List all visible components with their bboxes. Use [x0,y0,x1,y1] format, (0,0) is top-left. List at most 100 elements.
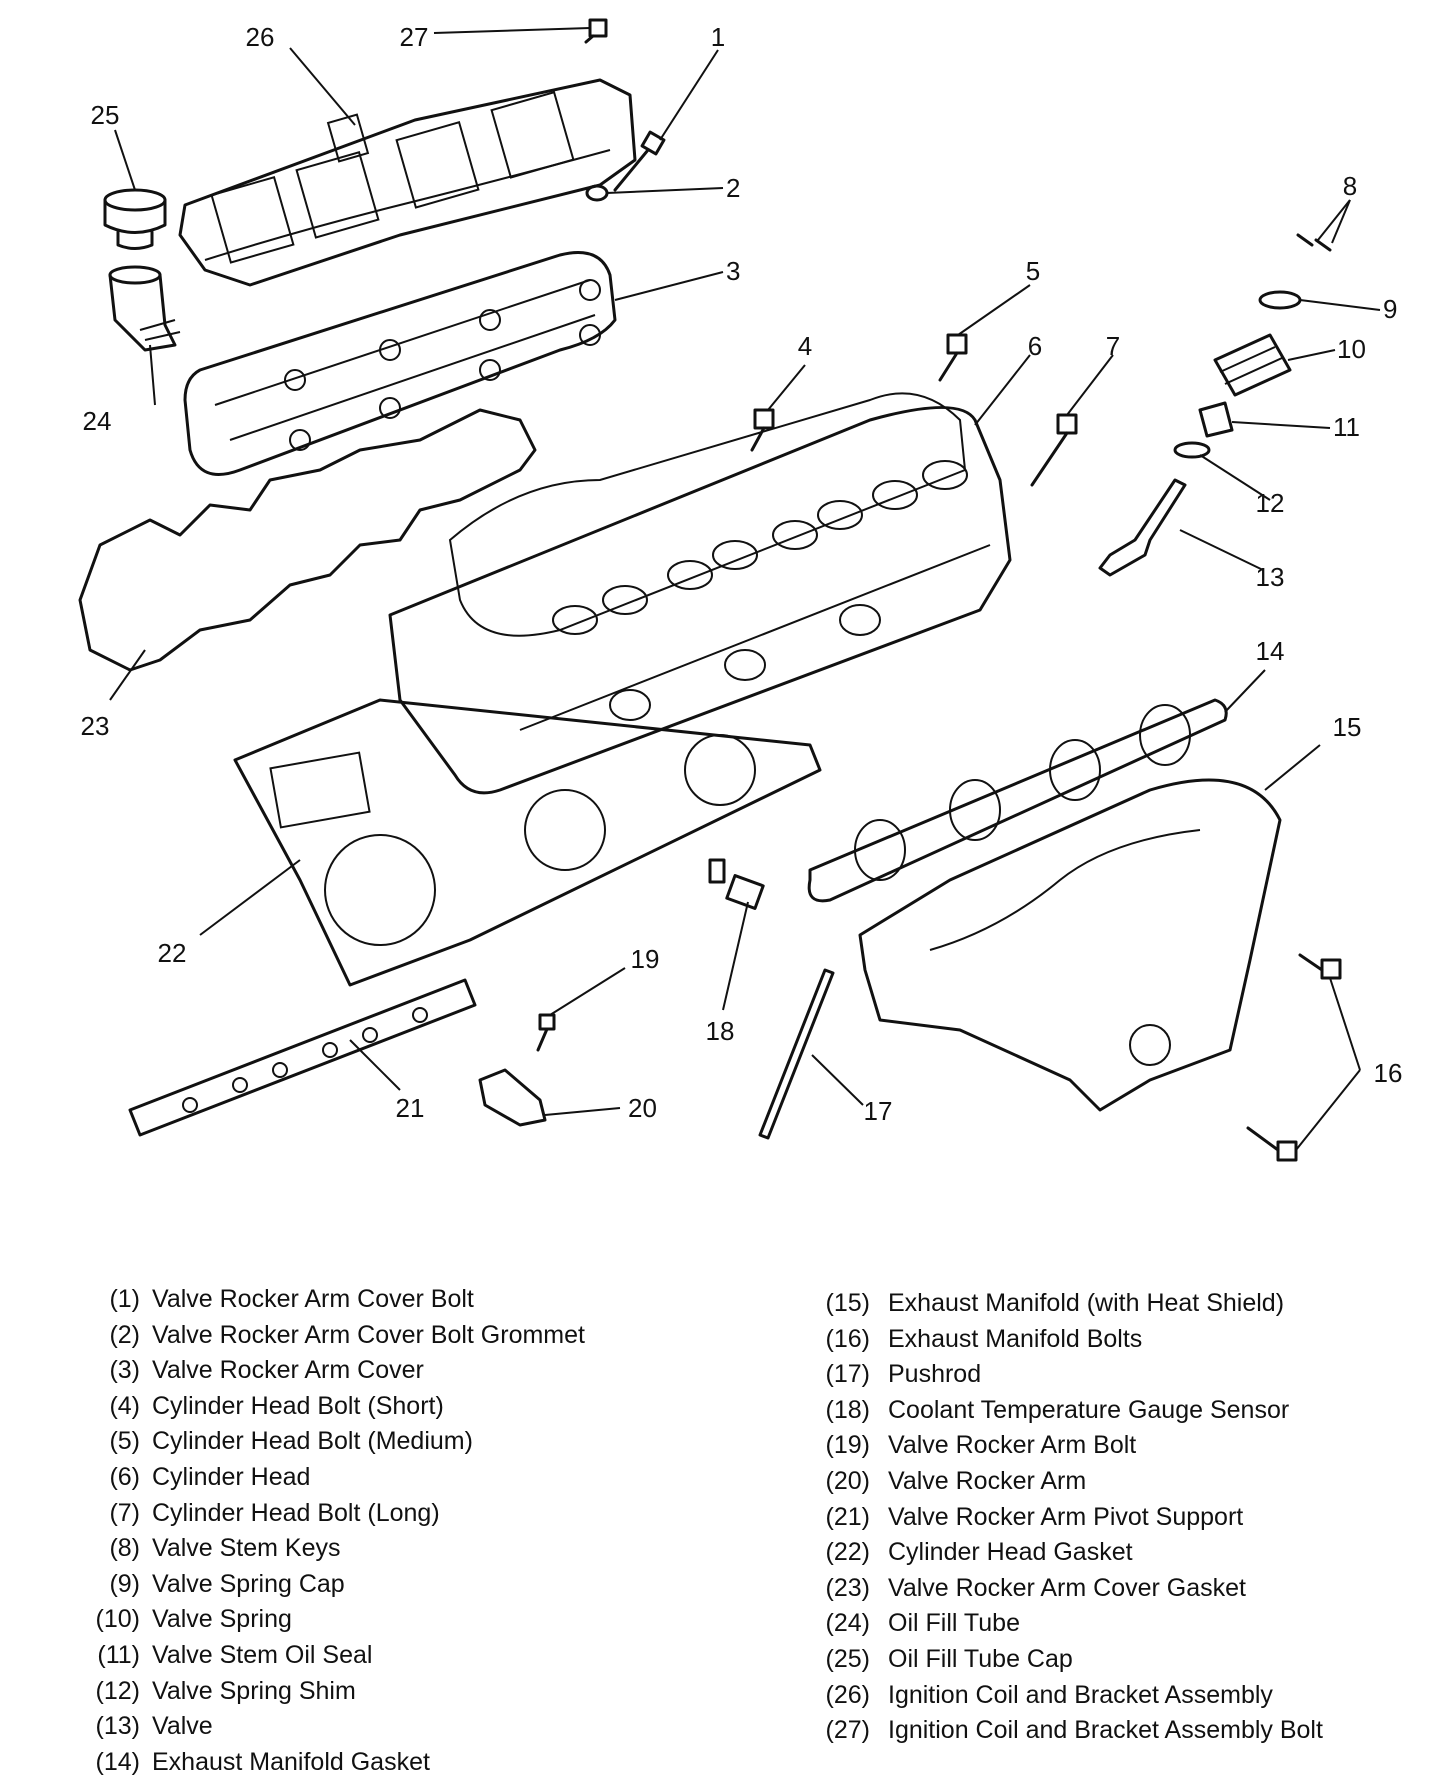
callout-12: 12 [1256,488,1285,518]
legend-number: (9) [109,1569,140,1598]
callout-15: 15 [1333,712,1362,742]
legend-label: Valve Rocker Arm Cover Bolt Grommet [152,1320,585,1349]
callout-22: 22 [158,938,187,968]
legend-label: Valve Rocker Arm Pivot Support [888,1502,1244,1531]
legend-item: (11) Valve Stem Oil Seal [70,1638,710,1674]
rocker-arm-bolt [536,1013,556,1052]
exhaust-manifold [858,778,1282,1112]
legend-number: (19) [825,1431,870,1460]
legend-item: (5) Cylinder Head Bolt (Medium) [70,1424,710,1460]
callout-18: 18 [706,1016,735,1046]
legend-item: (20) Valve Rocker Arm [808,1464,1428,1500]
coolant-temp-sensor [708,858,765,910]
legend-number: (12) [95,1676,140,1705]
cylinder-head-gasket [233,698,822,987]
legend-number: (15) [825,1289,870,1317]
legend-number: (7) [109,1498,140,1527]
legend-item: (15) Exhaust Manifold (with Heat Shield) [808,1286,1428,1322]
legend-item: (24)Oil Fill Tube [808,1606,1428,1642]
legend-item: (13)Valve [70,1709,710,1745]
callout-7: 7 [1106,331,1120,361]
legend-label: Exhaust Manifold Bolts [888,1324,1143,1353]
legend-item: (8) Valve Stem Keys [70,1531,710,1567]
callout-16: 16 [1374,1058,1403,1088]
legend-item: (7) Cylinder Head Bolt (Long) [70,1496,710,1532]
legend-number: (22) [825,1538,870,1567]
ignition-coil-bolt [584,18,608,44]
legend-number: (6) [109,1462,140,1491]
callout-8: 8 [1343,171,1357,201]
legend-number: (16) [825,1324,870,1353]
legend-item: (1)Valve Rocker Arm Cover Bolt [70,1282,710,1318]
legend-label: Cylinder Head Bolt (Long) [152,1498,440,1527]
valve [1098,478,1187,577]
legend-label: Valve Rocker Arm Cover [152,1356,424,1385]
callout-27: 27 [400,22,429,52]
legend-number: (27) [825,1716,870,1745]
legend-label: Valve Spring [152,1605,292,1634]
legend-label: Cylinder Head Bolt (Short) [152,1391,444,1420]
callout-19: 19 [631,944,660,974]
legend-number: (11) [97,1640,140,1669]
exhaust-manifold-bolts [1246,953,1342,1162]
pushrod [758,968,835,1140]
exhaust-manifold-gasket [807,698,1228,903]
legend-item: (12) Valve Spring Shim [70,1674,710,1710]
callout-2: 2 [726,173,740,203]
legend-item: (23)Valve Rocker Arm Cover Gasket [808,1571,1428,1607]
legend-item: (21) Valve Rocker Arm Pivot Support [808,1500,1428,1536]
callout-24: 24 [83,406,112,436]
rocker-arm-pivot-support [128,978,477,1137]
legend-number: (17) [825,1360,870,1389]
cylinder-head-bolts [750,333,1078,487]
legend-label: Cylinder Head [152,1462,311,1491]
callout-14: 14 [1256,636,1285,666]
legend-label: Valve Rocker Arm Bolt [888,1431,1137,1460]
legend-label: Valve Rocker Arm Cover Gasket [888,1573,1246,1602]
legend-number: (20) [825,1466,870,1495]
legend-label: Exhaust Manifold Gasket [152,1747,430,1776]
legend-label: Ignition Coil and Bracket Assembly [888,1680,1273,1709]
valve-rocker-arm-cover [183,251,617,476]
valve-rocker-arm [478,1068,547,1127]
callout-20: 20 [628,1093,657,1123]
callout-21: 21 [396,1093,425,1123]
legend-label: Ignition Coil and Bracket Assembly Bolt [888,1716,1323,1745]
legend-item: (4) Cylinder Head Bolt (Short) [70,1389,710,1425]
legend-number: (4) [109,1391,140,1420]
legend-item: (10)Valve Spring [70,1602,710,1638]
exploded-view-diagram: 1 2 3 4 5 6 7 8 9 10 11 12 13 14 15 16 1… [78,18,1403,1162]
legend-left-column: (1)Valve Rocker Arm Cover Bolt (2) Valve … [70,1282,710,1780]
legend-label: Cylinder Head Bolt (Medium) [152,1427,473,1456]
legend-label: Valve Rocker Arm [888,1466,1087,1495]
legend-number: (25) [825,1644,870,1673]
legend-label: Valve Stem Oil Seal [152,1640,373,1669]
legend-number: (8) [109,1534,140,1563]
legend-number: (21) [825,1502,870,1531]
legend-number: (2) [109,1320,140,1349]
legend-item: (6) Cylinder Head [70,1460,710,1496]
callout-10: 10 [1337,334,1366,364]
legend-label: Oil Fill Tube [888,1609,1020,1638]
callout-23: 23 [81,711,110,741]
legend-label: Exhaust Manifold (with Heat Shield) [888,1289,1285,1317]
callout-numbers: 1 2 3 4 5 6 7 8 9 10 11 12 13 14 15 16 1… [81,22,1403,1126]
callout-6: 6 [1028,331,1042,361]
legend-number: (13) [95,1712,140,1741]
legend-item: (17) Pushrod [808,1357,1428,1393]
legend-label: Valve Stem Keys [152,1534,341,1563]
legend-label: Valve Spring Shim [152,1676,356,1705]
legend-label: Pushrod [888,1360,982,1389]
legend-item: (27) Ignition Coil and Bracket Assembly B… [808,1713,1428,1749]
legend-item: (2) Valve Rocker Arm Cover Bolt Grommet [70,1318,710,1354]
rocker-cover-bolt [613,130,666,192]
legend-number: (5) [109,1427,140,1456]
legend-item: (3)Valve Rocker Arm Cover [70,1353,710,1389]
callout-11: 11 [1333,412,1360,442]
legend-label: Coolant Temperature Gauge Sensor [888,1395,1290,1424]
legend-item: (22)Cylinder Head Gasket [808,1535,1428,1571]
legend-number: (1) [109,1285,140,1313]
rocker-cover-gasket [78,408,537,672]
legend-label: Valve Spring Cap [152,1569,345,1598]
legend-item: (25)Oil Fill Tube Cap [808,1642,1428,1678]
